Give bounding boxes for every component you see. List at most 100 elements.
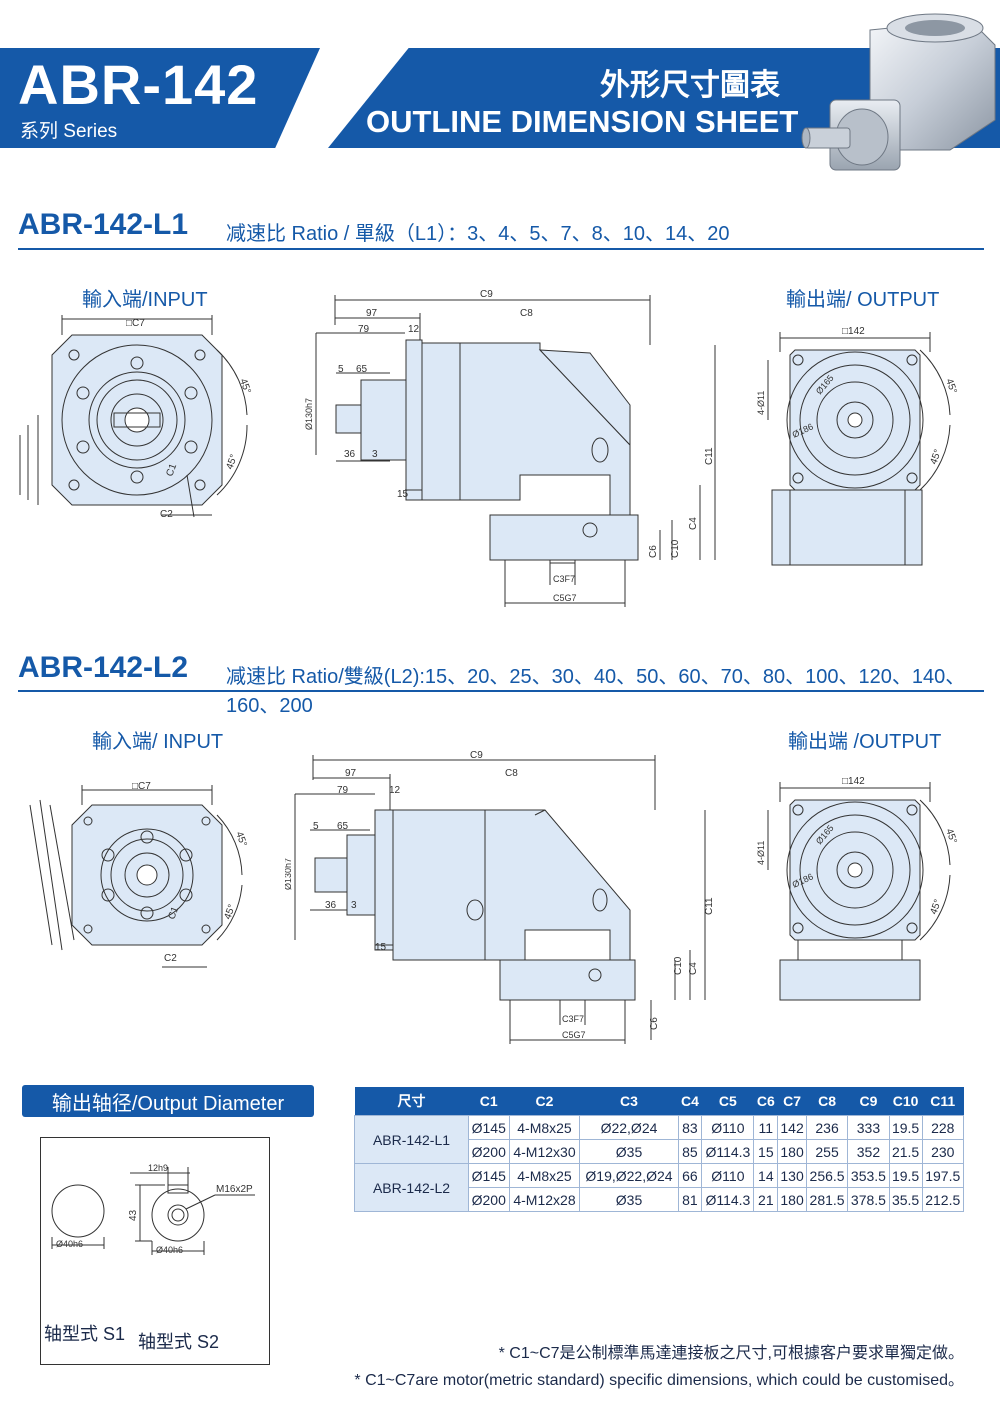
l2-97-label: 97 (345, 768, 357, 779)
l1-side-view-drawing: C9 C8 97 79 12 5 65 36 3 15 Ø130h7 C11 C… (304, 289, 716, 607)
table-cell: 35.5 (888, 1187, 923, 1212)
table-header: C6 (753, 1087, 778, 1116)
table-cell: 180 (777, 1187, 807, 1212)
table-cell: 281.5 (805, 1187, 849, 1212)
table-cell: 14 (753, 1163, 779, 1188)
section-l1-rule (18, 248, 984, 250)
table-cell: 81 (677, 1187, 703, 1212)
section-l1-ratio: 减速比 Ratio / 單級（L1）：3、4、5、7、8、10、14、20 (226, 223, 730, 245)
l2-sq142-label: □142 (842, 776, 865, 787)
shaft-s1-label: 轴型式 S1 (44, 1324, 126, 1344)
table-header: C3 (579, 1087, 679, 1116)
l2-5-label: 5 (313, 821, 319, 832)
l2-45-label-b: 45° (222, 903, 238, 921)
l1-c10-label: C10 (670, 539, 681, 558)
table-cell: 4-M8x25 (508, 1163, 581, 1188)
table-cell: 142 (777, 1115, 807, 1140)
series-code: ABR-142 (18, 53, 259, 116)
l2-45-label-a: 45° (233, 830, 249, 848)
table-cell: 19.5 (888, 1163, 923, 1188)
l1-holes-label: 4-Ø11 (756, 391, 766, 415)
l2-c5-label: C5G7 (562, 1030, 586, 1040)
table-header: C9 (847, 1087, 890, 1116)
section-l2-title: ABR-142-L2 (18, 651, 189, 684)
l2-65-label: 65 (337, 821, 349, 832)
l2-c10-label: C10 (673, 956, 684, 975)
l2-79-label: 79 (337, 785, 349, 796)
table-cell: 130 (777, 1163, 807, 1188)
s2-thread-label: M16x2P (216, 1184, 253, 1195)
l2-c4-label: C4 (688, 962, 699, 975)
table-row: ABR-142-L1 Ø145 4-M8x25 Ø22,Ø24 83 Ø110 … (354, 1115, 965, 1164)
l2-c11-label: C11 (704, 897, 715, 915)
l2-c8-label: C8 (505, 768, 518, 779)
l1-d130-label: Ø130h7 (304, 398, 314, 430)
table-cell: Ø200 (468, 1187, 510, 1212)
l2-out-45-b: 45° (928, 898, 944, 916)
series-subtitle: 系列 Series (20, 121, 118, 142)
table-cell: Ø110 (701, 1163, 755, 1188)
table-cell: 236 (805, 1115, 849, 1140)
l2-c9-label: C9 (470, 750, 483, 761)
table-header: 尺寸 (354, 1087, 469, 1116)
table-cell: 352 (847, 1139, 890, 1164)
section-l2-rule (18, 690, 984, 692)
table-cell: Ø200 (468, 1139, 510, 1164)
table-cell: 19.5 (888, 1115, 923, 1140)
s2-43-label: 43 (128, 1209, 139, 1221)
table-cell: Ø19,Ø22,Ø24 (579, 1163, 679, 1188)
l2-c2-label: C2 (164, 953, 177, 964)
table-cell: 21 (753, 1187, 779, 1212)
s2-d40-label: Ø40h6 (156, 1245, 183, 1255)
l1-c2-label: C2 (160, 509, 173, 520)
l1-out-45-b: 45° (928, 448, 944, 466)
l1-45-label-a: 45° (237, 377, 253, 395)
note-cn: * C1~C7是公制標準馬達連接板之尺寸,可根據客户要求單獨定做。 (498, 1345, 964, 1362)
model-cell: ABR-142-L2 (354, 1163, 469, 1212)
l2-c6-label: C6 (649, 1017, 660, 1030)
s2-key-label: 12h9 (148, 1163, 168, 1173)
dimension-table: 尺寸 C1 C2 C3 C4 C5 C6 C7 C8 C9 C10 C11 AB… (354, 1087, 965, 1212)
note-en: * C1~C7are motor(metric standard) specif… (354, 1372, 964, 1389)
sheet-title-cn: 外形尺寸圖表 (600, 69, 780, 102)
l1-65-label: 65 (356, 364, 368, 375)
shaft-s2-label: 轴型式 S2 (138, 1332, 220, 1352)
l1-c1-label: C1 (164, 462, 179, 478)
l2-c3-label: C3F7 (562, 1014, 584, 1024)
l2-output-view-drawing: □142 4-Ø11 Ø165 Ø186 45° 45° (756, 776, 959, 1001)
table-cell: 4-M12x28 (508, 1187, 581, 1212)
table-cell: 21.5 (888, 1139, 923, 1164)
table-cell: 228 (921, 1115, 965, 1140)
l1-c8-label: C8 (520, 308, 533, 319)
l2-15-label: 15 (375, 942, 387, 953)
output-diameter-label: 输出轴径/Output Diameter (22, 1085, 314, 1117)
l2-d130-label: Ø130h7 (285, 858, 293, 890)
header-left-band (0, 48, 320, 148)
l1-output-view-drawing: □142 4-Ø11 Ø165 Ø186 45° 45° (756, 326, 959, 566)
l1-c7-label: □C7 (126, 318, 145, 329)
l1-input-view-drawing: □C7 C2 C1 45° 45° (19, 315, 253, 520)
table-cell: 353.5 (847, 1163, 890, 1188)
table-cell: 255 (805, 1139, 849, 1164)
table-cell: 230 (921, 1139, 965, 1164)
shaft-type-box (40, 1137, 270, 1365)
table-header: C2 (509, 1087, 580, 1116)
table-cell: 212.5 (921, 1187, 965, 1212)
table-cell: 180 (777, 1139, 807, 1164)
l1-out-45-a: 45° (943, 377, 959, 395)
table-cell: 256.5 (805, 1163, 849, 1188)
table-header: C11 (922, 1087, 964, 1116)
table-cell: Ø110 (701, 1115, 755, 1140)
l1-12-label: 12 (408, 324, 420, 335)
l1-c5-label: C5G7 (553, 593, 577, 603)
l1-97-label: 97 (366, 308, 378, 319)
table-header: C8 (806, 1087, 848, 1116)
table-cell: 15 (753, 1139, 779, 1164)
table-cell: Ø35 (579, 1187, 679, 1212)
l1-c11-label: C11 (704, 447, 715, 465)
l1-c6-label: C6 (648, 545, 659, 558)
l1-15-label: 15 (397, 489, 409, 500)
l2-36-label: 36 (325, 900, 337, 911)
l2-input-view-drawing: □C7 C2 C1 45° 45° (29, 781, 249, 968)
table-header: C4 (678, 1087, 702, 1116)
